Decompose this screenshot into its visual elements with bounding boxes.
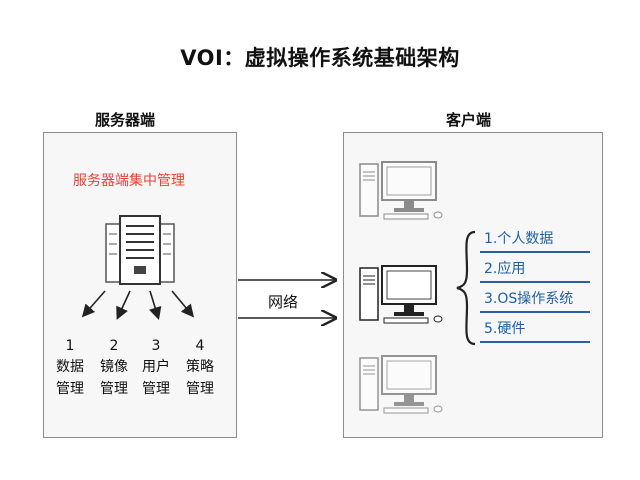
client-section-label: 客户端	[446, 111, 492, 129]
feature-item: 5.硬件	[484, 321, 526, 337]
mgmt-item-4-number: 4	[195, 338, 205, 354]
feature-item: 1.个人数据	[484, 231, 554, 247]
mgmt-item-1-label: 数据管理	[56, 359, 84, 397]
server-rack-icon	[105, 215, 175, 285]
brace-icon	[456, 230, 476, 346]
mgmt-item-2-number: 2	[109, 338, 119, 354]
feature-item: 2.应用	[484, 261, 526, 277]
page-title: VOI：虚拟操作系统基础架构	[180, 46, 460, 70]
network-arrows	[238, 270, 346, 330]
divider	[480, 341, 590, 343]
network-label: 网络	[268, 293, 299, 311]
divider	[480, 281, 590, 283]
management-arrows	[81, 290, 195, 321]
divider	[480, 251, 590, 253]
computer-icon	[359, 161, 443, 220]
mgmt-item-3-label: 用户管理	[142, 359, 170, 397]
mgmt-item-4-label: 策略管理	[186, 359, 214, 397]
mgmt-item-1-number: 1	[65, 338, 75, 354]
mgmt-item-3-number: 3	[151, 338, 161, 354]
divider	[480, 311, 590, 313]
computer-icon	[359, 355, 443, 414]
server-subtitle: 服务器端集中管理	[73, 173, 185, 189]
feature-item: 3.OS操作系统	[484, 291, 574, 307]
mgmt-item-2-label: 镜像管理	[100, 359, 128, 397]
server-section-label: 服务器端	[95, 111, 156, 129]
computer-icon	[359, 265, 443, 324]
